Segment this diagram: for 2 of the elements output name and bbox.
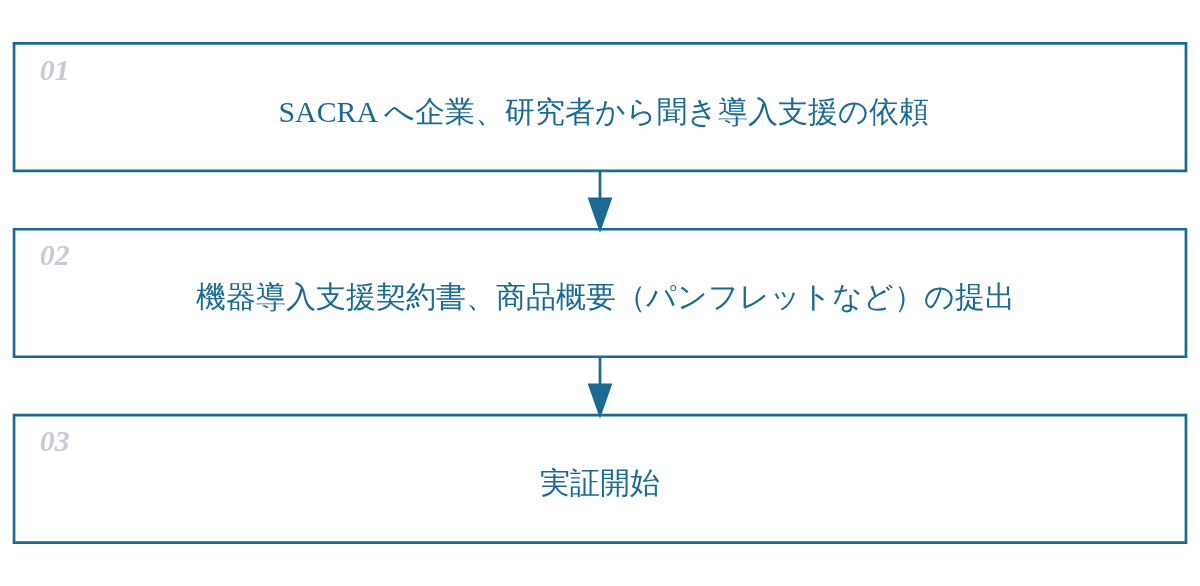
arrow [587,356,613,419]
arrow [587,171,613,233]
